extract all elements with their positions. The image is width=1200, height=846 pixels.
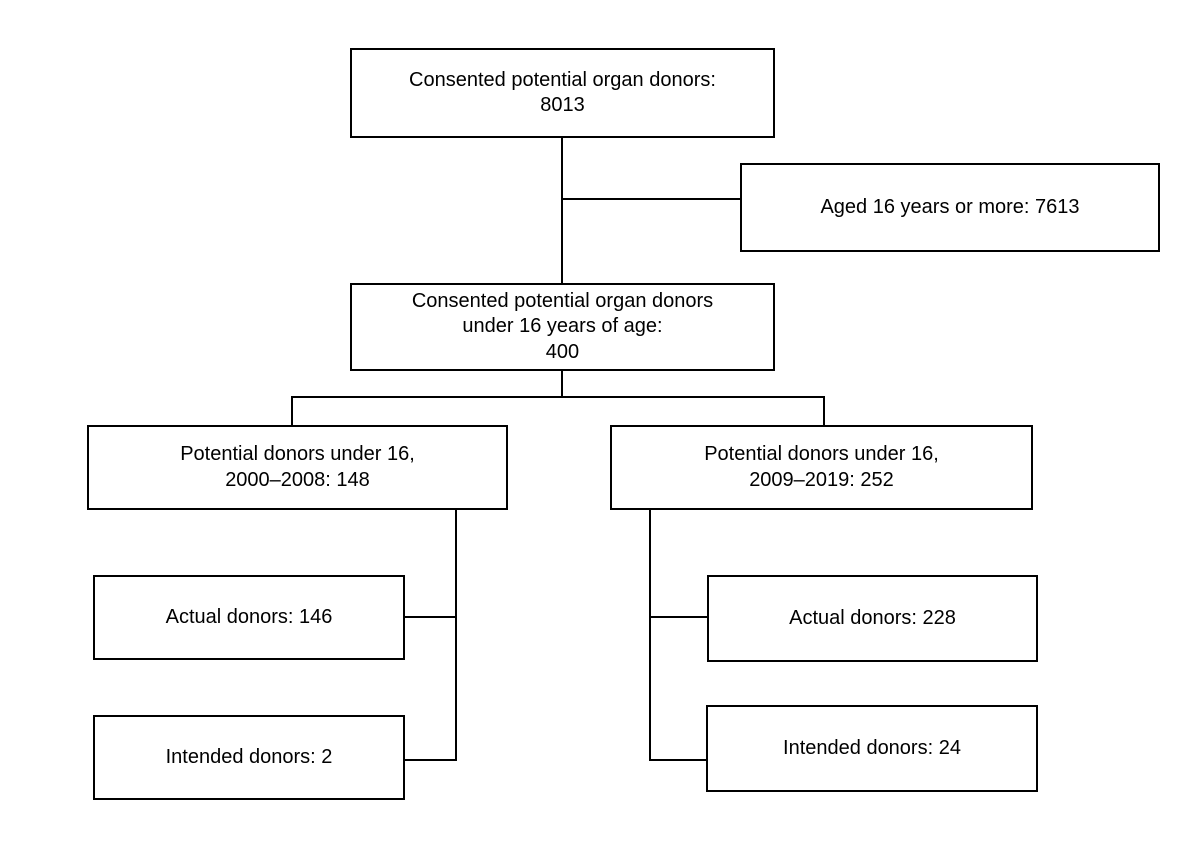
flow-node-under-16: Consented potential organ donors under 1…: [350, 283, 775, 371]
flow-node-actual-donors-2009-2019: Actual donors: 228: [707, 575, 1038, 662]
flow-node-intended-donors-2009-2019: Intended donors: 24: [706, 705, 1038, 792]
flow-node-intended-donors-2000-2008: Intended donors: 2: [93, 715, 405, 800]
flow-node-potential-2009-2019: Potential donors under 16, 2009–2019: 25…: [610, 425, 1033, 510]
flow-node-aged-16-or-more: Aged 16 years or more: 7613: [740, 163, 1160, 252]
flow-node-actual-donors-2000-2008: Actual donors: 146: [93, 575, 405, 660]
flow-node-consented-total: Consented potential organ donors: 8013: [350, 48, 775, 138]
flow-node-potential-2000-2008: Potential donors under 16, 2000–2008: 14…: [87, 425, 508, 510]
